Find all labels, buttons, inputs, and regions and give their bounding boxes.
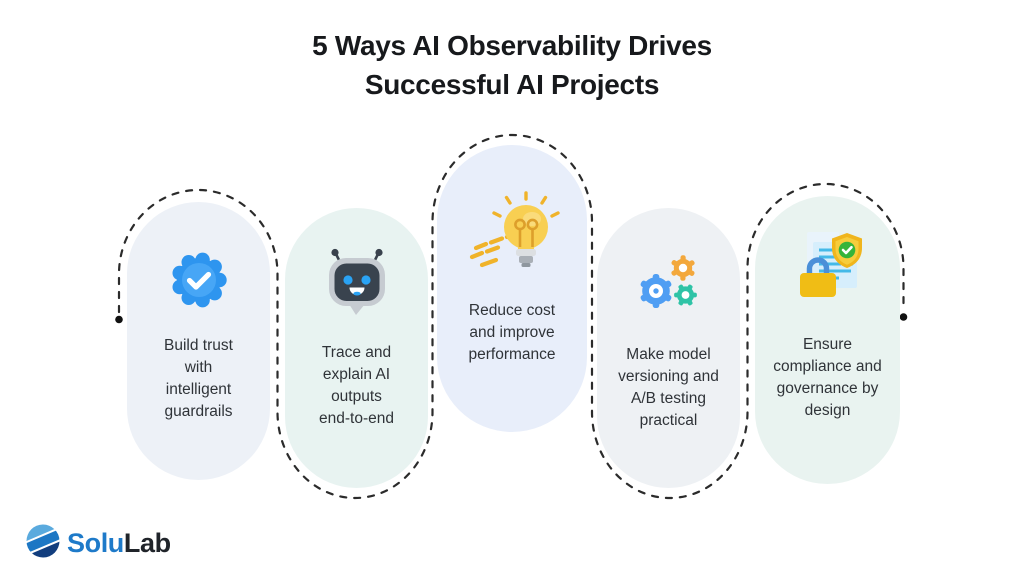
lightbulb-speed-icon (464, 191, 560, 284)
page-title-line2: Successful AI Projects (364, 69, 660, 100)
verified-badge-icon (167, 248, 231, 317)
compliance-shield-lock-icon (783, 228, 873, 321)
solulab-wordmark: SoluLab (67, 528, 171, 559)
gears-icon (633, 250, 705, 321)
connector-end-dot-right (899, 313, 908, 321)
connector-end-dot-left (115, 315, 123, 324)
serpentine-path (117, 133, 905, 500)
solulab-sphere-icon (21, 519, 65, 563)
solulab-logo: SoluLab (21, 519, 171, 563)
page-title-line1: 5 Ways AI Observability Drives (312, 30, 712, 61)
logo-text-solu: Solu (67, 528, 124, 558)
logo-text-lab: Lab (123, 528, 171, 558)
robot-chat-icon (321, 248, 393, 321)
